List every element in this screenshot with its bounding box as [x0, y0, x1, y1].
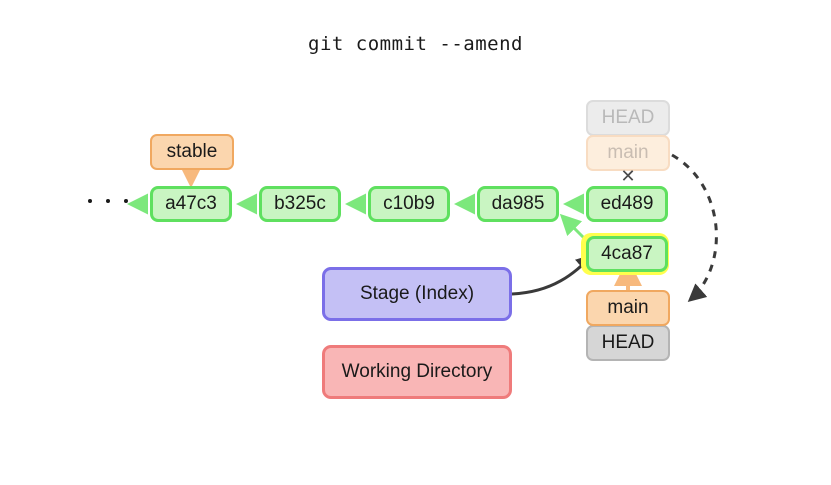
- ellipsis-dot: [124, 199, 128, 203]
- ellipsis-dot: [88, 199, 92, 203]
- commit-node-a47c3[interactable]: a47c3: [150, 186, 232, 222]
- stable-branch-label[interactable]: stable: [150, 134, 234, 170]
- stage-index-box[interactable]: Stage (Index): [322, 267, 512, 321]
- ghost-head-label: HEAD: [586, 100, 670, 136]
- page-title: git commit --amend: [308, 33, 523, 55]
- ellipsis-dot: [106, 199, 110, 203]
- commit-node-ed489[interactable]: ed489: [586, 186, 668, 222]
- main-branch-label[interactable]: main: [586, 290, 670, 326]
- commit-node-da985[interactable]: da985: [477, 186, 559, 222]
- ellipsis-more-commits: [88, 190, 128, 212]
- branch-move-dashed-arrow: [671, 153, 718, 302]
- head-label[interactable]: HEAD: [586, 325, 670, 361]
- commit-node-b325c[interactable]: b325c: [259, 186, 341, 222]
- broken-link-x-icon: ✕: [620, 166, 636, 186]
- ghost-main-label: main: [586, 135, 670, 171]
- working-directory-box[interactable]: Working Directory: [322, 345, 512, 399]
- commit-node-c10b9[interactable]: c10b9: [368, 186, 450, 222]
- stage-to-commit-arrow: [511, 253, 595, 296]
- commit-node-4ca87[interactable]: 4ca87: [586, 236, 668, 272]
